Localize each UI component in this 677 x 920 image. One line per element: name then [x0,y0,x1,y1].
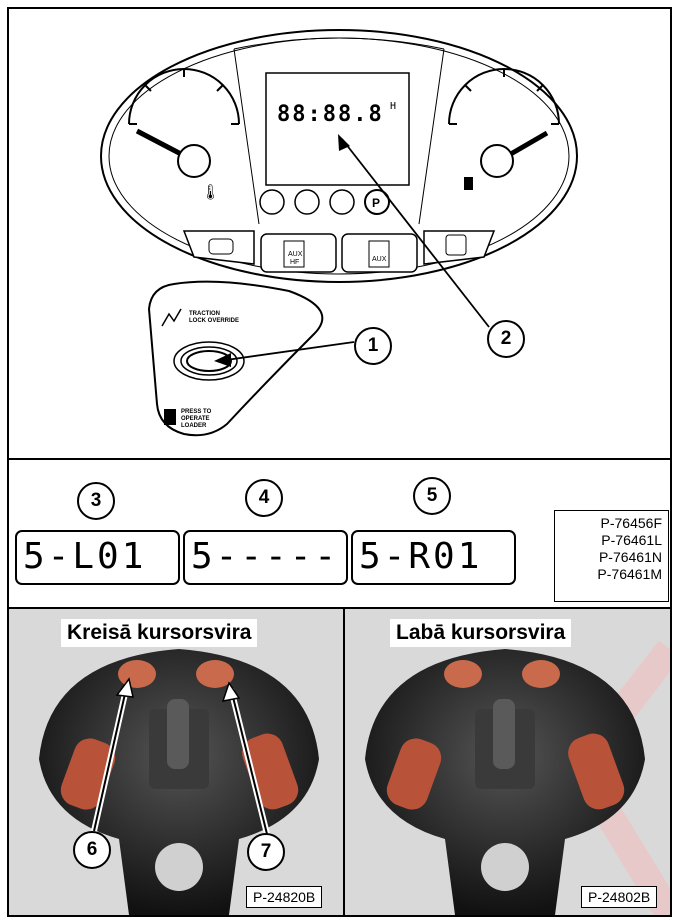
left-joystick-figure: Kreisā kursorsvira 6 7 P-24820B [7,607,345,917]
bottom-button [155,843,203,891]
svg-text:LOCK OVERRIDE: LOCK OVERRIDE [189,318,239,324]
svg-text:OPERATE: OPERATE [181,416,210,422]
indicator-row: P [259,189,390,215]
traction-icon [161,308,182,327]
left-photo-code: P-24820B [246,886,323,908]
lcd-digits: 88:88.8 [277,102,384,127]
operator-icon [164,409,176,425]
joystick-shaft [167,699,189,769]
aux-icon: AUX [372,256,387,263]
fuel-gauge [448,68,560,190]
callout-6: 6 [73,831,111,869]
callout-2: 2 [487,320,525,358]
display-states-figure: 3 4 5 5-L01 5----- 5-R01 P-76456F P-7646… [7,458,672,609]
right-joystick-figure: Labā kursorsvira P-24802B [343,607,672,917]
callout-3: 3 [77,482,115,520]
instrument-panel-figure: 🌡 88:88.8 H P [7,7,672,460]
button-row: AUX HF AUX [182,230,496,273]
left-joystick-photo [39,649,319,915]
reference-code: P-76461M [597,566,662,582]
right-top-button-2 [522,660,560,688]
callout-4: 4 [245,479,283,517]
svg-text:LOADER: LOADER [181,423,207,429]
right-side-button [568,733,625,810]
lift-lock-icon [329,189,355,215]
left-top-button-1 [118,660,156,688]
operator-seat-icon [294,189,320,215]
seat-belt-icon [259,189,285,215]
display-state-right: 5-R01 [351,530,516,585]
right-photo-code: P-24802B [581,886,658,908]
callout-5: 5 [413,477,451,515]
hour-meter-icon: H [390,101,396,112]
joystick-shaft [493,699,515,769]
bottom-button [481,843,529,891]
display-state-left: 5-L01 [15,530,180,585]
press-to-operate-label: PRESS TO [181,409,212,415]
lcd-display: 88:88.8 H [265,72,410,186]
reference-code: P-76461L [601,532,662,548]
instrument-panel-drawing: 🌡 88:88.8 H P [100,29,578,437]
callout-1: 1 [354,327,392,365]
svg-text:P: P [372,196,380,210]
reference-code: P-76456F [600,515,662,531]
right-top-button-1 [444,660,482,688]
reference-codes: P-76456F P-76461L P-76461N P-76461M [554,510,669,602]
right-joystick-photo [365,640,670,915]
left-side-button [386,738,442,810]
callout-7: 7 [247,833,285,871]
temperature-gauge: 🌡 [128,68,240,201]
left-top-button-2 [196,660,234,688]
info-icon [445,234,467,256]
right-joystick-title: Labā kursorsvira [390,619,572,647]
reference-code: P-76461N [598,549,662,565]
aux-hf-icon: AUX [288,251,303,258]
parking-brake-icon [364,189,390,215]
traction-lock-label: TRACTION [189,311,220,317]
svg-text:HF: HF [290,259,299,266]
svg-text:🌡: 🌡 [201,183,220,201]
display-state-center: 5----- [183,530,348,585]
left-joystick-title: Kreisā kursorsvira [61,619,258,647]
headlight-icon [208,238,234,255]
